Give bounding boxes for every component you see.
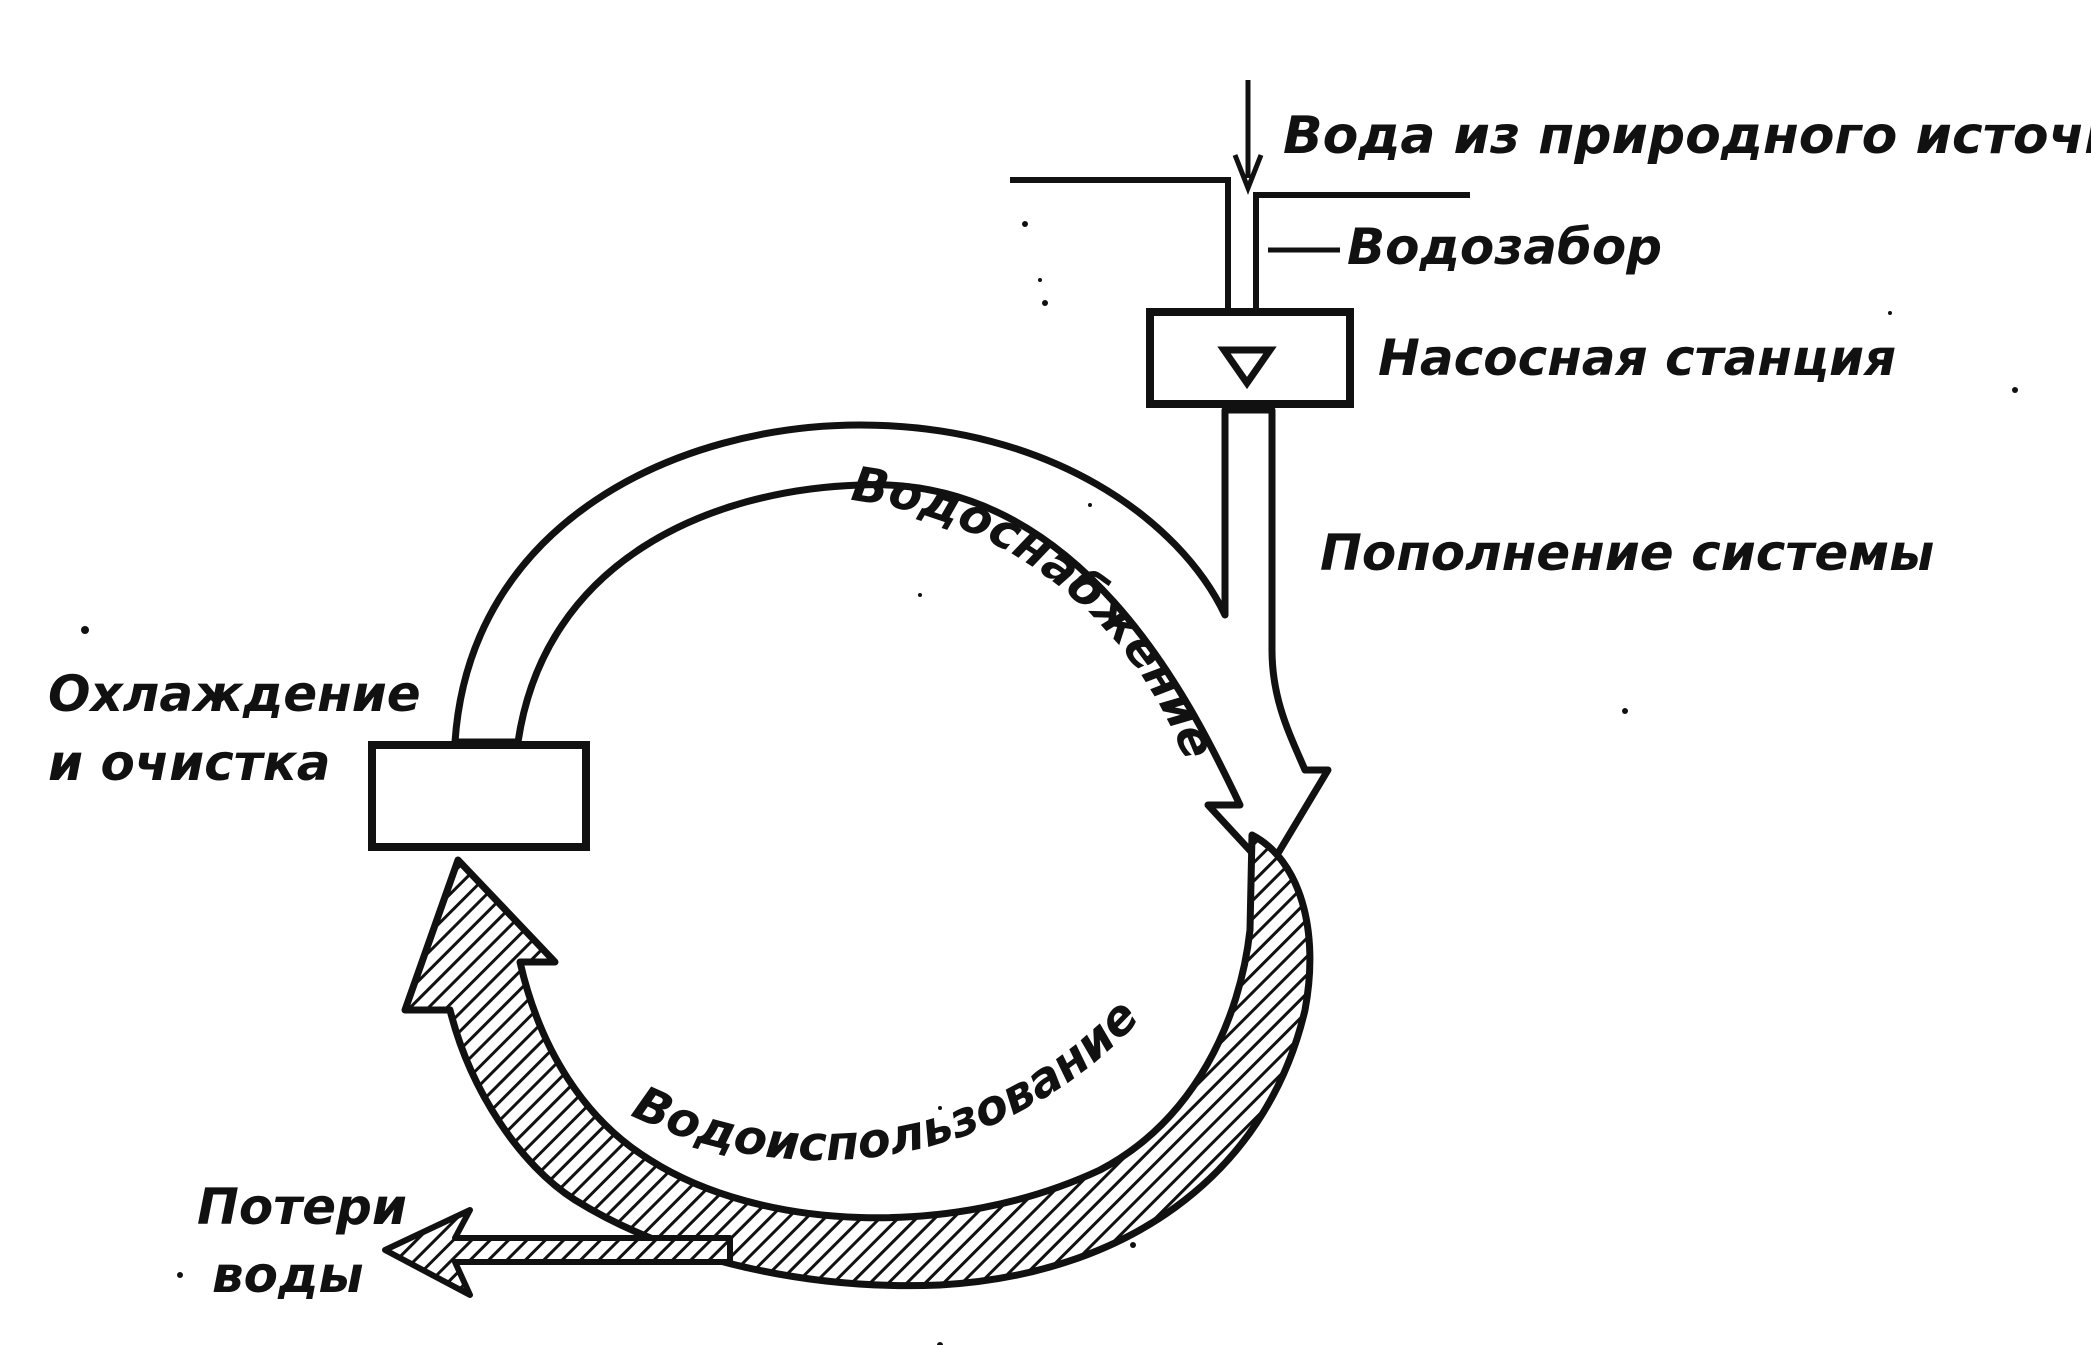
pump-station-label: Насосная станция (1378, 329, 1896, 387)
source-inflow-arrowhead (1232, 154, 1264, 195)
pump-station-box (1146, 308, 1354, 408)
usage-arc-label: Водоиспользование (625, 988, 1150, 1172)
replenishment-label: Пополнение системы (1320, 524, 1934, 582)
scan-speckles (81, 221, 2018, 1345)
supply-arc-band (451, 406, 1332, 874)
losses-label-line1: Потери (197, 1178, 407, 1236)
pump-station-icon (1217, 346, 1277, 390)
cooling-label-line2: и очистка (48, 734, 330, 792)
water-losses-arrow (382, 1207, 733, 1298)
cooling-label-line1: Охлаждение (48, 665, 421, 723)
water-surface-line (1010, 177, 1470, 310)
usage-arc-band (401, 831, 1314, 1290)
source-label: Вода из природного источника (1283, 106, 2091, 166)
intake-label: Водозабор (1347, 218, 1662, 276)
losses-label-line2: воды (212, 1246, 364, 1304)
cooling-cleaning-box (368, 741, 590, 851)
